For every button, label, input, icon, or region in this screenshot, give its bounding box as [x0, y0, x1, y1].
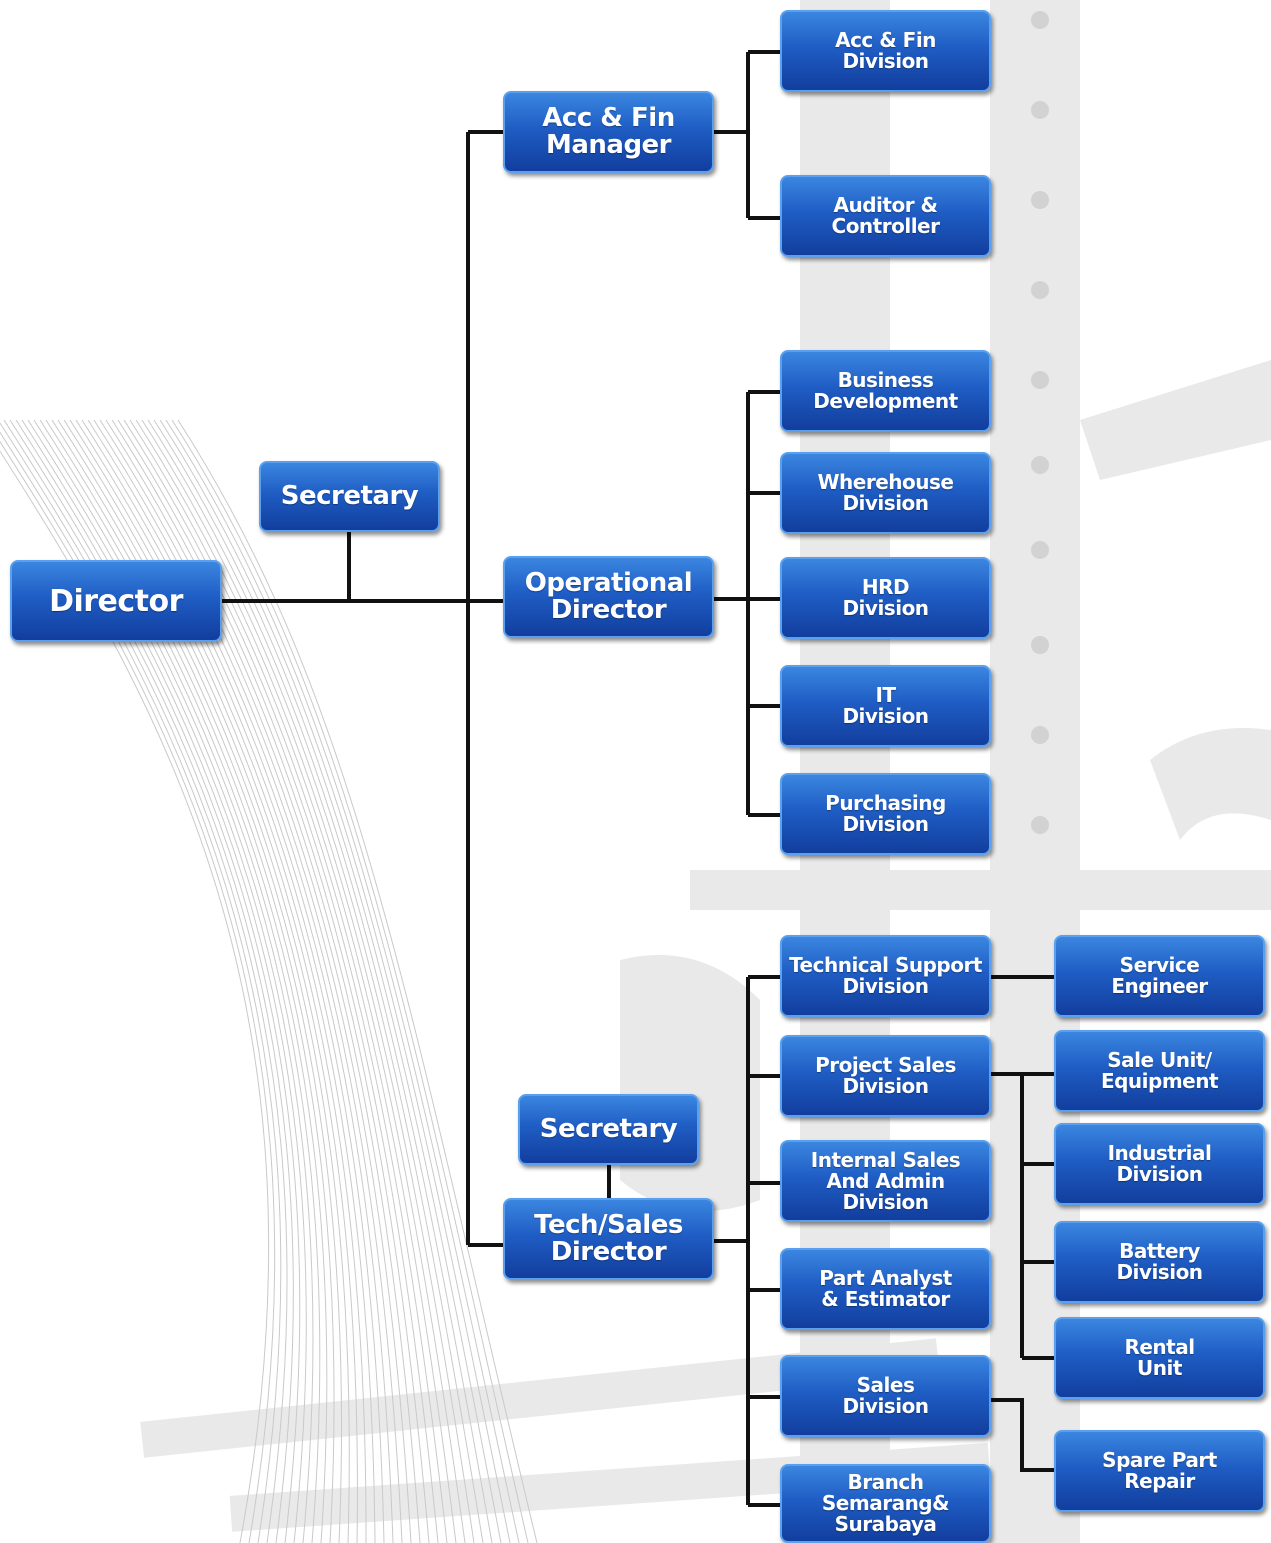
- service-engineer-box: Service Engineer: [1054, 935, 1265, 1017]
- branch-semarang-surabaya-box: Branch Semarang& Surabaya: [780, 1464, 991, 1543]
- project-sales-division-box: Project Sales Division: [780, 1035, 991, 1117]
- industrial-division-box: Industrial Division: [1054, 1123, 1265, 1205]
- secretary-2-box: Secretary: [518, 1094, 699, 1165]
- wherehouse-division-box: Wherehouse Division: [780, 452, 991, 534]
- operational-director-box: Operational Director: [503, 556, 714, 638]
- part-analyst-estimator-box: Part Analyst & Estimator: [780, 1248, 991, 1330]
- it-division-box: IT Division: [780, 665, 991, 747]
- tech-sales-director-box: Tech/Sales Director: [503, 1198, 714, 1280]
- battery-division-box: Battery Division: [1054, 1221, 1265, 1303]
- acc-fin-manager-box: Acc & Fin Manager: [503, 91, 714, 173]
- auditor-controller-box: Auditor & Controller: [780, 175, 991, 257]
- internal-sales-admin-division-box: Internal Sales And Admin Division: [780, 1140, 991, 1222]
- business-development-box: Business Development: [780, 350, 991, 432]
- secretary-box: Secretary: [259, 461, 440, 532]
- purchasing-division-box: Purchasing Division: [780, 773, 991, 855]
- sales-division-box: Sales Division: [780, 1355, 991, 1437]
- sale-unit-equipment-box: Sale Unit/ Equipment: [1054, 1030, 1265, 1112]
- rental-unit-box: Rental Unit: [1054, 1317, 1265, 1399]
- director-box: Director: [10, 560, 222, 642]
- forklift-silhouette-icon: [140, 0, 1271, 1543]
- acc-fin-division-box: Acc & Fin Division: [780, 10, 991, 92]
- spare-part-repair-box: Spare Part Repair: [1054, 1430, 1265, 1512]
- technical-support-division-box: Technical Support Division: [780, 935, 991, 1017]
- hrd-division-box: HRD Division: [780, 557, 991, 639]
